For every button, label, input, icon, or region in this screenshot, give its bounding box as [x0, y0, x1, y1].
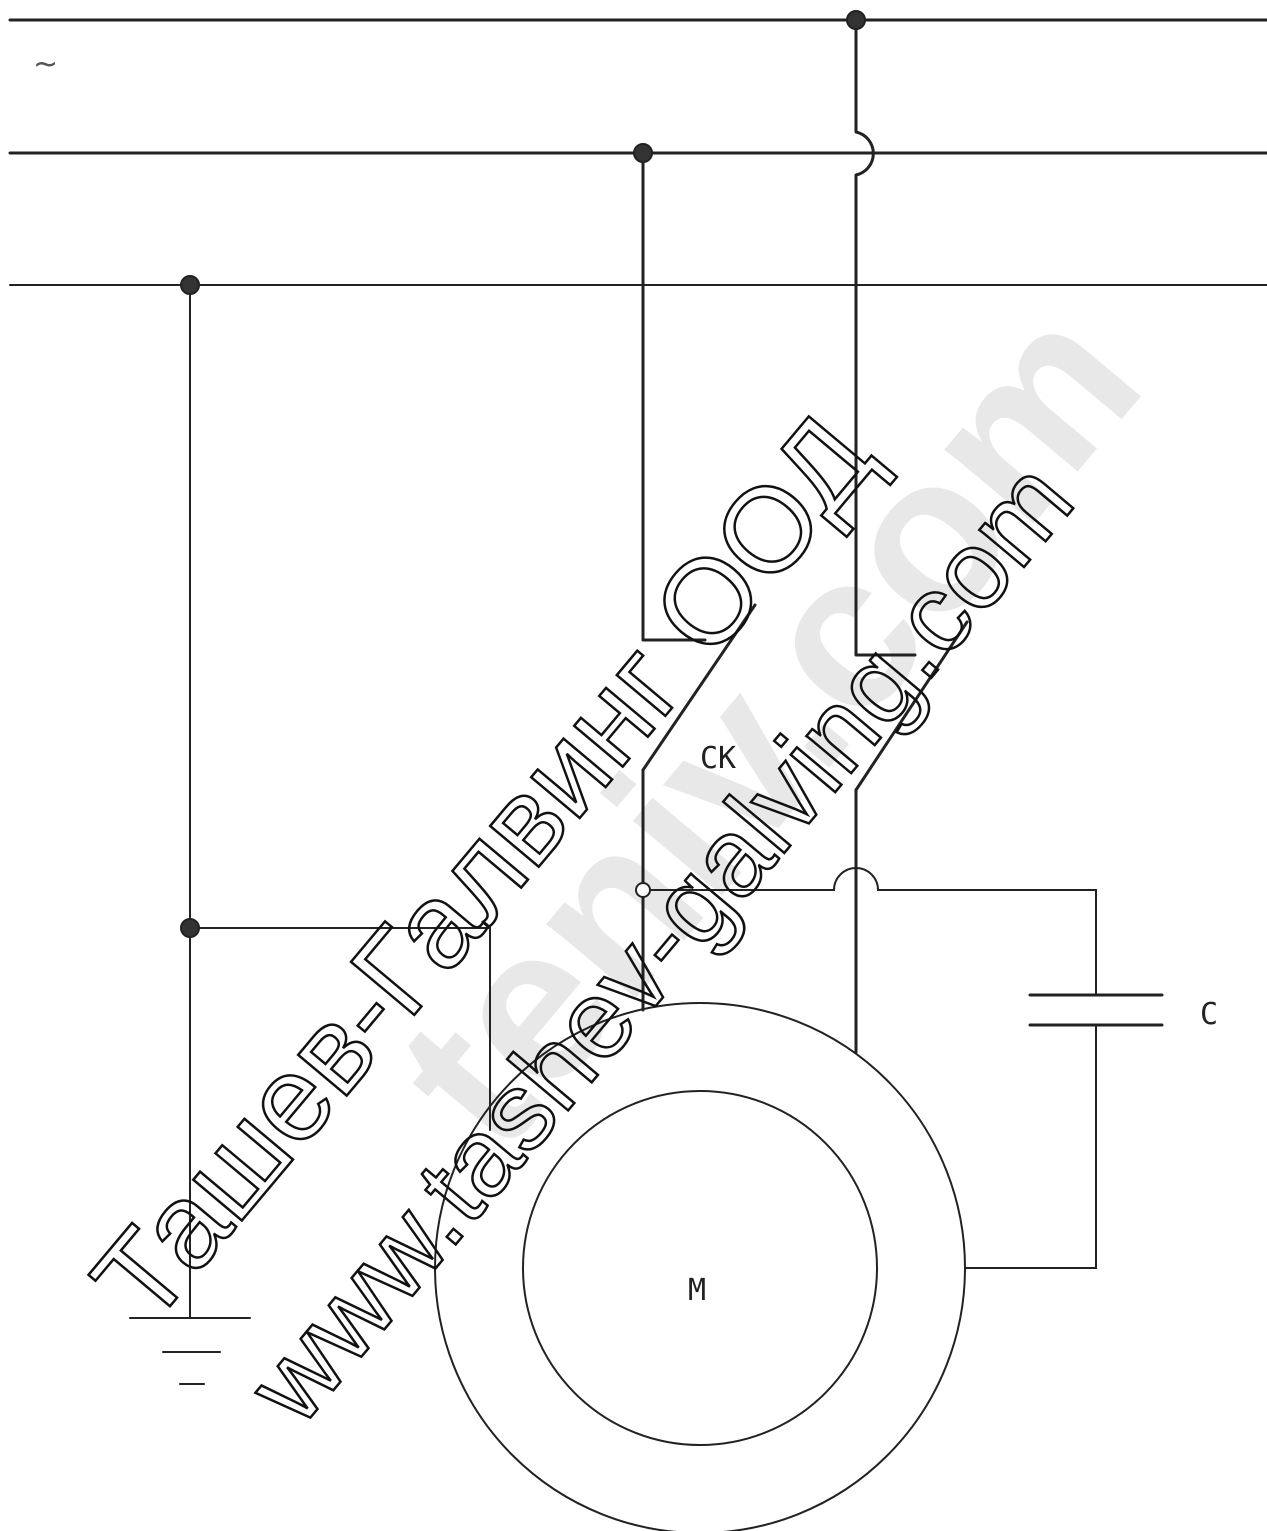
supply-symbol: ~ [33, 47, 58, 82]
motor: M [434, 1002, 966, 1531]
switch-blade-2 [854, 620, 969, 792]
motor-label: M [688, 1273, 706, 1308]
junction-bus-2 [633, 143, 653, 163]
capacitor-top-wire [642, 867, 1097, 996]
phase-wire-1 [846, 10, 917, 657]
ground-symbol [129, 1317, 251, 1385]
junction-ground-branch [180, 918, 200, 938]
phase-wire-2-path [641, 151, 707, 642]
phase-wire-2 [633, 143, 707, 642]
junction-capacitor [635, 882, 651, 898]
motor-stator [434, 1002, 966, 1531]
switch-blade-1 [641, 603, 757, 772]
motor-rotor [522, 1090, 878, 1446]
junction-bus-1 [846, 10, 866, 30]
phase-wire-1-path [854, 18, 917, 657]
motor-feed-wire [189, 927, 491, 1131]
ground-wire [180, 275, 491, 1319]
capacitor-bottom-wire [964, 1024, 1097, 1269]
capacitor-label: C [1200, 997, 1218, 1032]
junction-bus-3 [180, 275, 200, 295]
capacitor-branch: C [635, 867, 1218, 1269]
switch-ck: CK [641, 603, 969, 1054]
switch-label: CK [700, 741, 736, 776]
